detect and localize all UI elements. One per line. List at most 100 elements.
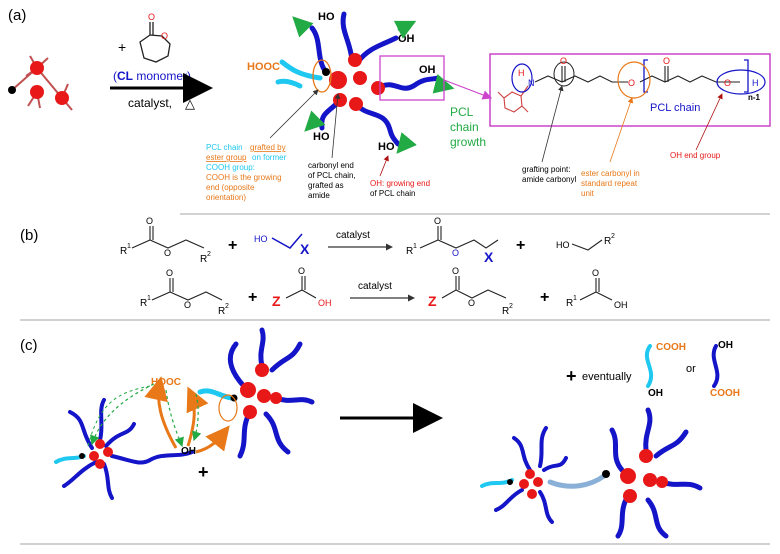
- oh-end-arrow: [695, 93, 723, 151]
- grafting-line2: amide carbonyl: [522, 175, 576, 184]
- byproduct-light-chain: [644, 344, 654, 388]
- svg-text:O: O: [434, 216, 441, 226]
- svg-text:R: R: [604, 236, 611, 247]
- svg-text:OH: OH: [614, 300, 628, 310]
- ho-label-top: HO: [318, 11, 335, 23]
- annot-carbonyl: carbonyl end of PCL chain, grafted as am…: [308, 161, 356, 200]
- grafting-line1: grafting point:: [522, 165, 570, 174]
- annot-oh-line2: of PCL chain: [370, 189, 416, 198]
- inset-o1: O: [560, 56, 567, 66]
- pcl-growth-line2: chain: [450, 120, 479, 134]
- svg-text:R: R: [120, 246, 127, 257]
- svg-text:O: O: [468, 298, 475, 308]
- heat-symbol: △: [185, 96, 195, 111]
- svg-text:O: O: [166, 268, 173, 278]
- plus-b2: +: [516, 237, 525, 254]
- svg-text:COOH group:: COOH group:: [206, 163, 255, 172]
- oh-label-top-right: OH: [398, 33, 415, 45]
- ester-reactant-2: O O R 1 R 2: [140, 268, 229, 317]
- byproduct-oh-1: OH: [648, 388, 663, 399]
- acid-zcooh: O Z OH: [272, 266, 332, 309]
- ester-line1: ester carbonyl in: [581, 169, 640, 178]
- pcl-growth-line1: PCL: [450, 105, 474, 119]
- byproduct-dark-chain: [711, 344, 720, 388]
- svg-text:on former: on former: [252, 153, 287, 162]
- ring-o: O: [161, 31, 168, 41]
- svg-text:amide: amide: [308, 191, 330, 200]
- svg-text:Z: Z: [272, 293, 281, 309]
- catalyst-b2: catalyst: [358, 281, 392, 292]
- svg-text:R: R: [140, 298, 147, 309]
- svg-text:R: R: [406, 246, 413, 257]
- inset-repeat-n: n-1: [748, 93, 761, 102]
- svg-text:2: 2: [509, 303, 513, 310]
- carbonyl-o: O: [148, 12, 155, 22]
- inset-link-arrow: [443, 79, 493, 100]
- svg-text:HO: HO: [556, 240, 570, 250]
- svg-text:PCL chain: PCL chain: [206, 143, 243, 152]
- star-c-middle: [197, 327, 315, 459]
- eventually-label: eventually: [582, 371, 632, 383]
- inset-n: N: [528, 78, 535, 88]
- svg-text:O: O: [298, 266, 305, 276]
- svg-text:R: R: [218, 306, 225, 317]
- inset-h2: H: [752, 78, 759, 88]
- ho-label-bottom-right: HO: [378, 141, 395, 153]
- svg-text:end (opposite: end (opposite: [206, 183, 255, 192]
- svg-text:1: 1: [147, 295, 151, 302]
- star-polymer-a: [275, 11, 441, 147]
- annot-carbonyl-arrow: [331, 93, 341, 159]
- annot-grafted: PCL chain grafted by ester group on form…: [206, 143, 287, 202]
- ho-label-bottom: HO: [313, 131, 330, 143]
- caprolactone-structure: O O: [139, 12, 171, 63]
- svg-text:X: X: [300, 241, 310, 257]
- annot-oh-arrow: [379, 155, 389, 177]
- svg-text:orientation): orientation): [206, 193, 246, 202]
- svg-text:R: R: [200, 254, 207, 265]
- svg-text:2: 2: [611, 233, 615, 240]
- pcl-growth-line3: growth: [450, 135, 486, 149]
- product-b2: O O Z R 2: [428, 266, 513, 317]
- oh-label-c: OH: [181, 446, 196, 457]
- catalyst-label-a: catalyst,: [128, 96, 172, 110]
- hooc-label-c: HOOC: [151, 377, 181, 388]
- cl-monomer-label: (CL monomer): [113, 69, 191, 83]
- plus-sign: +: [118, 39, 126, 55]
- svg-text:Z: Z: [428, 293, 437, 309]
- svg-text:HO: HO: [254, 234, 268, 244]
- grafting-arrow: [541, 85, 564, 163]
- inset-h: H: [518, 68, 525, 78]
- ester-line2: standard repeat: [581, 179, 638, 188]
- svg-text:COOH is the growing: COOH is the growing: [206, 173, 282, 182]
- annot-grafted-arrow: [269, 89, 319, 139]
- plus-b1: +: [228, 237, 237, 254]
- ester-arrow: [609, 97, 634, 163]
- svg-text:OH: OH: [318, 298, 332, 308]
- star-c-left: [54, 398, 194, 500]
- svg-text:O: O: [452, 266, 459, 276]
- svg-text:O: O: [452, 248, 459, 258]
- inset-highlight-box: [379, 55, 445, 101]
- nucleophile-hox: HO X: [254, 233, 310, 257]
- acid-product: O R 1 OH: [566, 268, 628, 310]
- svg-text:R: R: [502, 306, 509, 317]
- panel-a-label: (a): [8, 7, 26, 24]
- svg-text:2: 2: [207, 251, 211, 258]
- annot-oh-line1: OH: growing end: [370, 179, 430, 188]
- or-label: or: [686, 363, 696, 375]
- byproduct-cooh-2: COOH: [710, 388, 740, 399]
- svg-text:2: 2: [225, 303, 229, 310]
- alcohol-product: HO R 2: [556, 233, 615, 251]
- svg-text:1: 1: [573, 295, 577, 302]
- inset-o3: O: [663, 56, 670, 66]
- svg-text:R: R: [566, 298, 573, 309]
- catalyst-b1: catalyst: [336, 230, 370, 241]
- svg-text:O: O: [184, 300, 191, 310]
- plus-b3: +: [248, 289, 257, 306]
- oh-end-label: OH end group: [670, 151, 721, 160]
- inset-o4: O: [724, 78, 731, 88]
- svg-text:of PCL chain,: of PCL chain,: [308, 171, 356, 180]
- plus-eventually: +: [566, 366, 577, 386]
- svg-text:ester group: ester group: [206, 153, 247, 162]
